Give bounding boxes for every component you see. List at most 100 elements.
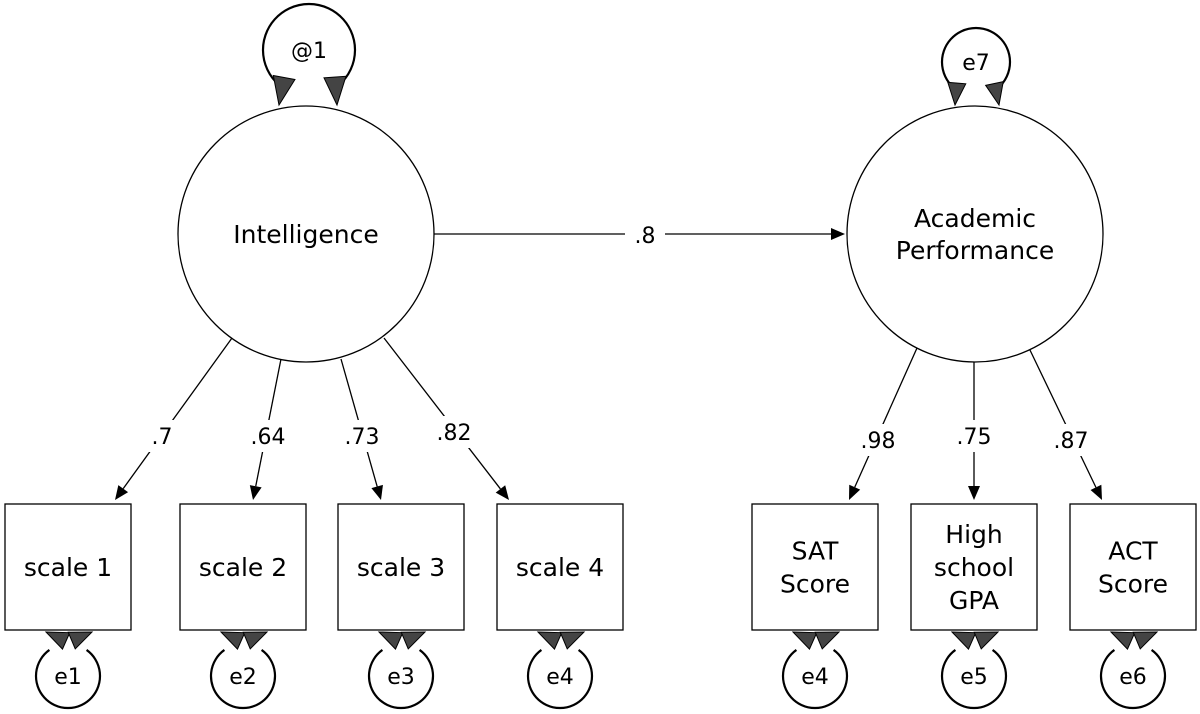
variance-label: e7	[962, 51, 990, 76]
variance-arrowhead	[272, 74, 296, 107]
variance-loop-arc	[940, 26, 1012, 91]
variance-loop-academic: e7	[940, 26, 1012, 107]
observed-variable-label: scale 4	[516, 553, 604, 582]
variance-label: e5	[960, 665, 988, 690]
path-label-background	[1044, 424, 1098, 456]
variance-label: e3	[387, 665, 415, 690]
error-loop-sat: e4	[781, 631, 849, 710]
path-line	[1028, 347, 1097, 488]
path-label-background	[241, 420, 295, 452]
variance-label: e1	[54, 665, 82, 690]
path-coefficient-label: .64	[251, 425, 286, 450]
variance-arrowhead	[973, 631, 1000, 650]
node-label-line: school	[934, 553, 1014, 582]
observed-variable-label: scale 2	[199, 553, 287, 582]
path-coefficient-label: .98	[861, 429, 896, 454]
path-arrowhead	[1090, 484, 1102, 500]
variance-loop-arc	[261, 2, 357, 89]
observed-variable-label: scale 1	[24, 553, 112, 582]
variance-loop-arc	[940, 649, 1008, 710]
path-academic-to-act: .87	[1028, 347, 1102, 500]
observed-variable-box	[179, 503, 307, 631]
observed-variable-box	[1069, 503, 1197, 631]
variance-arrowhead	[67, 631, 94, 650]
node-label-line: ACT	[1108, 537, 1158, 566]
variance-arrowhead	[814, 631, 841, 650]
error-loop-scale2: e2	[209, 631, 277, 710]
error-loop-scale1: e1	[34, 631, 102, 710]
path-label-background	[851, 424, 905, 456]
path-academic-to-gpa: .75	[947, 362, 1001, 500]
observed-variable-box	[751, 503, 879, 631]
path-intelligence-to-scale2: .64	[241, 358, 295, 500]
variance-label: @1	[291, 39, 327, 64]
node-label-line: scale 1	[24, 553, 112, 582]
variance-arrowhead	[219, 631, 246, 651]
observed-variable-box	[496, 503, 624, 631]
node-label-line: Academic	[914, 204, 1036, 233]
variance-loop-arc	[209, 649, 277, 710]
node-label-line: Score	[780, 570, 850, 599]
variance-arrowhead	[323, 75, 347, 107]
variance-loop-arc	[34, 649, 102, 710]
variance-arrowhead	[242, 631, 269, 650]
latent-node-intelligence: Intelligence	[177, 105, 435, 363]
path-arrowhead	[249, 485, 262, 500]
variance-label: e4	[801, 665, 829, 690]
latent-variable-circle	[846, 105, 1104, 363]
node-label-line: scale 2	[199, 553, 287, 582]
path-arrowhead	[495, 485, 509, 500]
observed-node-scale3: scale 3	[337, 503, 465, 631]
node-label-line: scale 4	[516, 553, 604, 582]
latent-variable-label: Intelligence	[233, 220, 378, 249]
variance-arrowhead	[1132, 631, 1159, 650]
node-label-line: scale 3	[357, 553, 445, 582]
path-arrowhead	[371, 484, 383, 500]
node-label-line: Intelligence	[233, 220, 378, 249]
variance-label: e2	[229, 665, 257, 690]
observed-node-act: ACT Score	[1069, 503, 1197, 631]
variance-arrowhead	[44, 631, 71, 651]
observed-variable-label: ACT Score	[1098, 537, 1168, 599]
error-loop-scale4: e4	[526, 631, 594, 710]
path-arrowhead	[831, 228, 845, 240]
observed-variable-box	[910, 503, 1038, 631]
node-label-line: Performance	[896, 236, 1054, 265]
variance-loop-arc	[781, 649, 849, 710]
path-line	[122, 337, 233, 490]
variance-loop-intelligence: @1	[261, 2, 357, 107]
node-label-line: GPA	[949, 586, 999, 615]
path-label-background	[625, 219, 665, 251]
observed-variable-box	[4, 503, 132, 631]
observed-node-scale2: scale 2	[179, 503, 307, 631]
variance-arrowhead	[791, 631, 818, 651]
path-academic-to-sat: .98	[849, 347, 918, 500]
path-line	[383, 337, 501, 490]
path-coefficient-label: .82	[437, 421, 472, 446]
path-coefficient-label: .8	[635, 224, 656, 249]
variance-arrowhead	[559, 631, 586, 650]
path-arrowhead	[968, 486, 980, 500]
path-line	[854, 347, 918, 488]
variance-arrowhead	[377, 631, 404, 651]
path-coefficient-label: .75	[957, 425, 992, 450]
variance-loop-arc	[367, 649, 435, 710]
path-label-background	[947, 420, 1001, 452]
node-label-line: Score	[1098, 570, 1168, 599]
path-label-background	[427, 416, 481, 448]
variance-arrowhead	[947, 81, 967, 107]
variance-loop-arc	[1099, 649, 1167, 710]
variance-arrowhead	[950, 631, 977, 651]
path-coefficient-label: .73	[345, 425, 380, 450]
path-intelligence-to-scale4: .82	[383, 337, 509, 500]
observed-node-scale4: scale 4	[496, 503, 624, 631]
path-intelligence-to-scale3: .73	[335, 358, 389, 500]
observed-variable-label: scale 3	[357, 553, 445, 582]
node-label-line: SAT	[792, 537, 839, 566]
variance-label: e4	[546, 665, 574, 690]
